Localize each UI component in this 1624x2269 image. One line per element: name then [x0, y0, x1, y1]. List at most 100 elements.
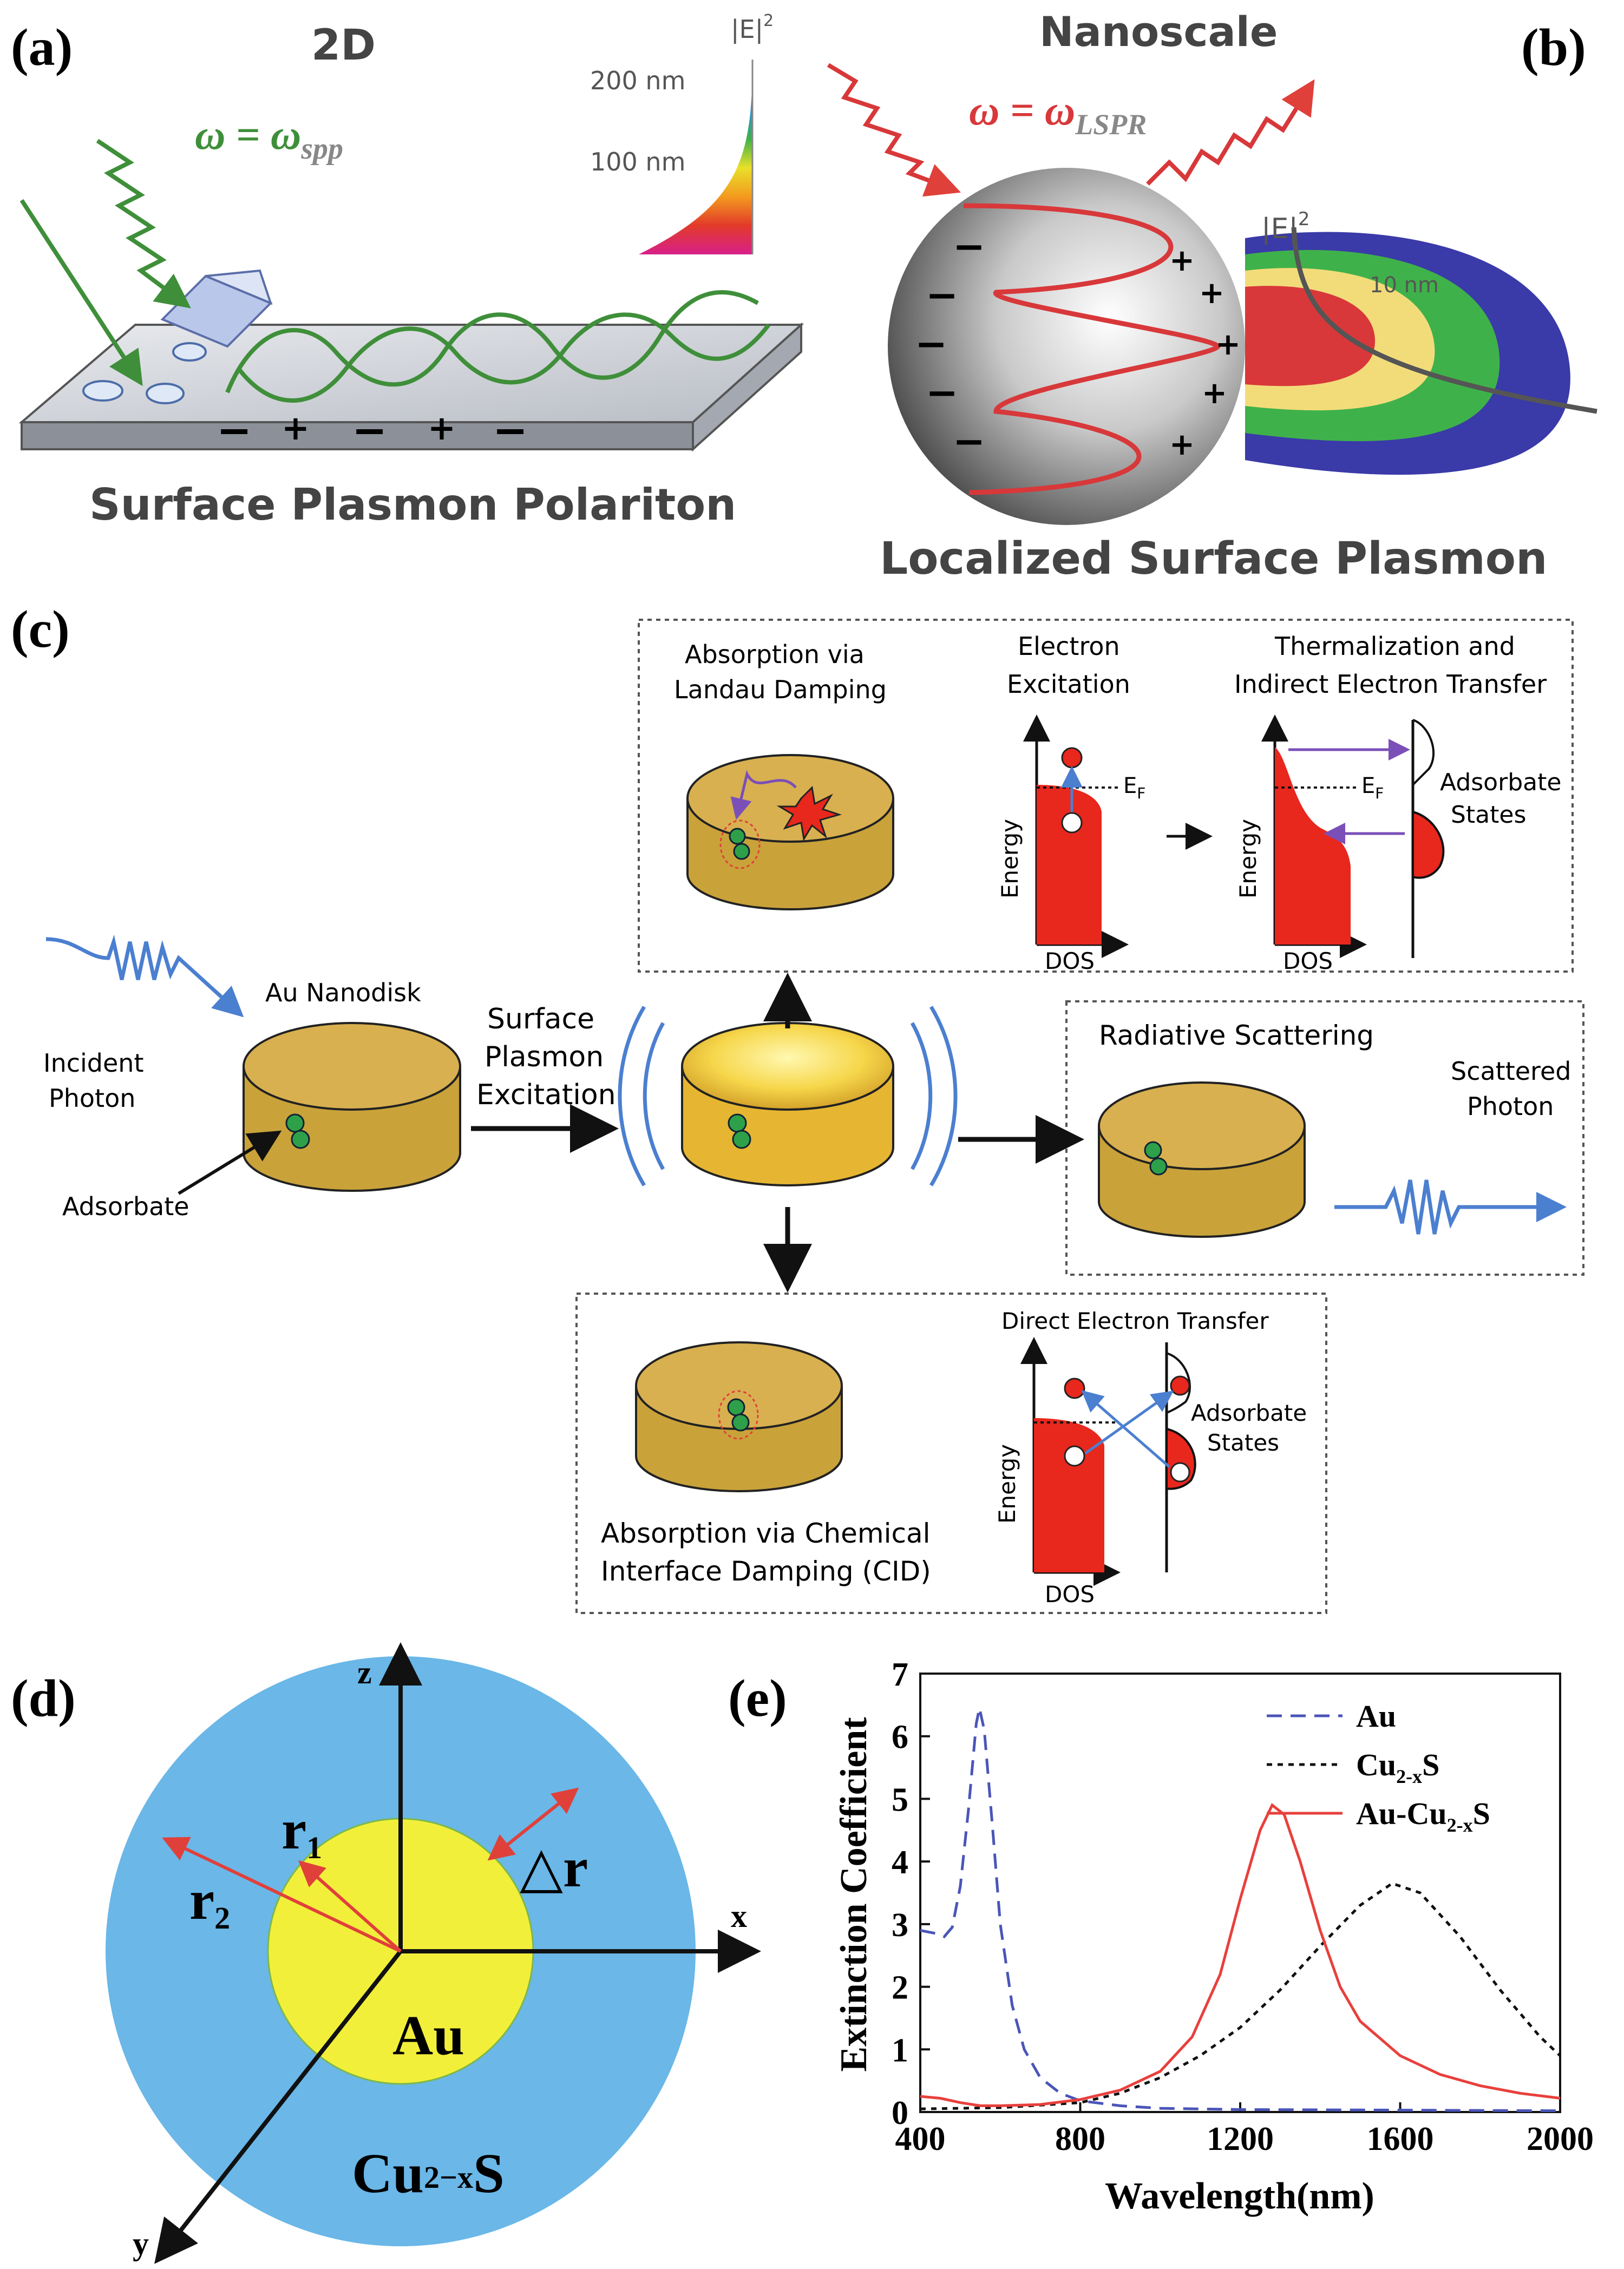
dos-label: DOS	[1045, 948, 1095, 974]
y-tick-label: 6	[892, 1719, 908, 1756]
tick-200nm: 200 nm	[590, 66, 685, 95]
direct-transfer-title: Direct Electron Transfer	[1001, 1308, 1269, 1334]
electron-excitation-title: Electron	[1018, 632, 1120, 661]
x-tick-label: 400	[895, 2121, 946, 2157]
charge-plus: +	[1169, 427, 1195, 462]
adsorbate-molecule	[731, 1413, 750, 1432]
y-axis-label: y	[133, 2226, 149, 2261]
prism-top	[205, 269, 273, 305]
charge-minus: −	[217, 406, 252, 455]
excited-electron	[1061, 747, 1083, 769]
adsorbate-states-label: Adsorbate	[1191, 1400, 1307, 1426]
adsorbate-states-label: States	[1207, 1429, 1279, 1456]
charge-plus: +	[1215, 327, 1241, 362]
x-tick-label: 1600	[1367, 2121, 1434, 2157]
adsorbate-molecule	[728, 1113, 747, 1133]
adsorbate-molecule	[1144, 1141, 1162, 1159]
charge-minus: −	[953, 224, 985, 269]
r1-label: r1	[281, 1799, 322, 1865]
field-decay-curve	[1291, 227, 1597, 414]
panel-a-caption: Surface Plasmon Polariton	[89, 480, 736, 530]
dos-filled	[1037, 785, 1102, 945]
series-line-0	[920, 1708, 1561, 2113]
excited-electron	[1064, 1378, 1085, 1399]
y-tick-label: 4	[892, 1844, 908, 1881]
cid-nanodisk	[635, 1341, 843, 1492]
adsorbate-states-label: States	[1451, 801, 1526, 829]
charge-minus: −	[953, 418, 985, 464]
electron-excitation-title: Excitation	[1007, 670, 1130, 699]
excitation-label: Excitation	[476, 1079, 616, 1111]
r1-arrow	[298, 1860, 402, 1953]
fermi-label: EF	[1123, 773, 1145, 802]
series-line-2	[920, 1803, 1561, 2107]
scattered-photon	[1146, 79, 1315, 186]
legend-label: Au-Cu2-xS	[1356, 1796, 1490, 1836]
landau-nanodisk	[686, 754, 894, 910]
panel-b-header: Nanoscale	[1039, 8, 1278, 56]
metal-nanoparticle	[888, 168, 1245, 525]
hot-electron-burst	[776, 785, 842, 842]
x-tick-label: 1200	[1207, 2121, 1274, 2157]
emission-arc	[910, 1022, 933, 1170]
energy-label: Energy	[997, 819, 1023, 899]
adsorbate-states-label: Adsorbate	[1440, 769, 1561, 796]
y-tick-label: 0	[892, 2095, 908, 2132]
cid-title: Interface Damping (CID)	[601, 1556, 931, 1587]
panel-a-letter: (a)	[11, 18, 73, 77]
charge-minus: −	[926, 370, 958, 415]
excited-nanodisk	[681, 1022, 894, 1186]
panel-c: (c) Incident Photon Au Nanodisk Adsorbat…	[11, 600, 1584, 1614]
charge-plus: +	[1199, 276, 1224, 311]
y-tick-label: 2	[892, 1970, 908, 2006]
r2-label: r2	[189, 1869, 230, 1936]
adsorbate-pointer	[178, 1130, 282, 1195]
z-axis-label: z	[357, 1655, 372, 1690]
adsorbate-label: Adsorbate	[62, 1192, 189, 1221]
au-nanodisk	[243, 1022, 461, 1192]
radiative-title: Radiative Scattering	[1099, 1020, 1374, 1051]
panel-a-header: 2D	[311, 21, 376, 70]
adsorbate-state-filled	[1412, 810, 1445, 879]
nanodisk-label: Au Nanodisk	[265, 978, 421, 1007]
spp-wave	[236, 312, 771, 403]
series-line-1	[920, 1881, 1561, 2110]
omega-lspr-label: ω = ωLSPR	[969, 87, 1147, 141]
cid-title: Absorption via Chemical	[601, 1518, 931, 1549]
metal-film-top	[18, 324, 804, 423]
adsorbate-molecule	[291, 1130, 310, 1149]
panel-b-caption: Localized Surface Plasmon	[880, 533, 1547, 585]
delta-r-label: △r	[520, 1837, 588, 1899]
dos-filled	[1034, 1418, 1104, 1572]
r2-arrow	[162, 1837, 402, 1953]
y-tick-label: 1	[892, 2032, 908, 2069]
dos-thermalized	[1275, 747, 1351, 945]
adsorbate-molecule	[1149, 1157, 1168, 1176]
plot-frame	[919, 1673, 1561, 2113]
adsorbate-molecule	[285, 1113, 305, 1133]
omega-spp-label: ω = ωspp	[195, 111, 343, 166]
field-label: |E|2	[731, 11, 774, 44]
scale-10nm: 10 nm	[1370, 273, 1439, 298]
y-tick-label: 7	[892, 1656, 908, 1693]
panel-d: (d) z x y r1 r2 △r Au Cu2−xS	[11, 1642, 761, 2264]
x-axis-label: x	[731, 1898, 747, 1934]
emission-arc	[618, 1006, 646, 1186]
surface-bump	[172, 342, 207, 362]
field-label-b: |E|2	[1261, 208, 1310, 245]
charge-minus: −	[493, 406, 528, 455]
panel-e-letter: (e)	[728, 1669, 787, 1728]
charge-plus: +	[1202, 376, 1227, 411]
excitation-label: Surface	[487, 1003, 594, 1035]
y-axis-title: Extinction Coefficient	[833, 1717, 875, 2071]
landau-box	[638, 619, 1574, 973]
charge-plus: +	[428, 408, 456, 448]
scattered-label: Photon	[1467, 1092, 1554, 1121]
fermi-label: EF	[1361, 773, 1384, 802]
x-tick-label: 800	[1055, 2121, 1105, 2157]
energy-label: Energy	[1235, 819, 1261, 899]
x-tick-label: 2000	[1527, 2121, 1594, 2157]
